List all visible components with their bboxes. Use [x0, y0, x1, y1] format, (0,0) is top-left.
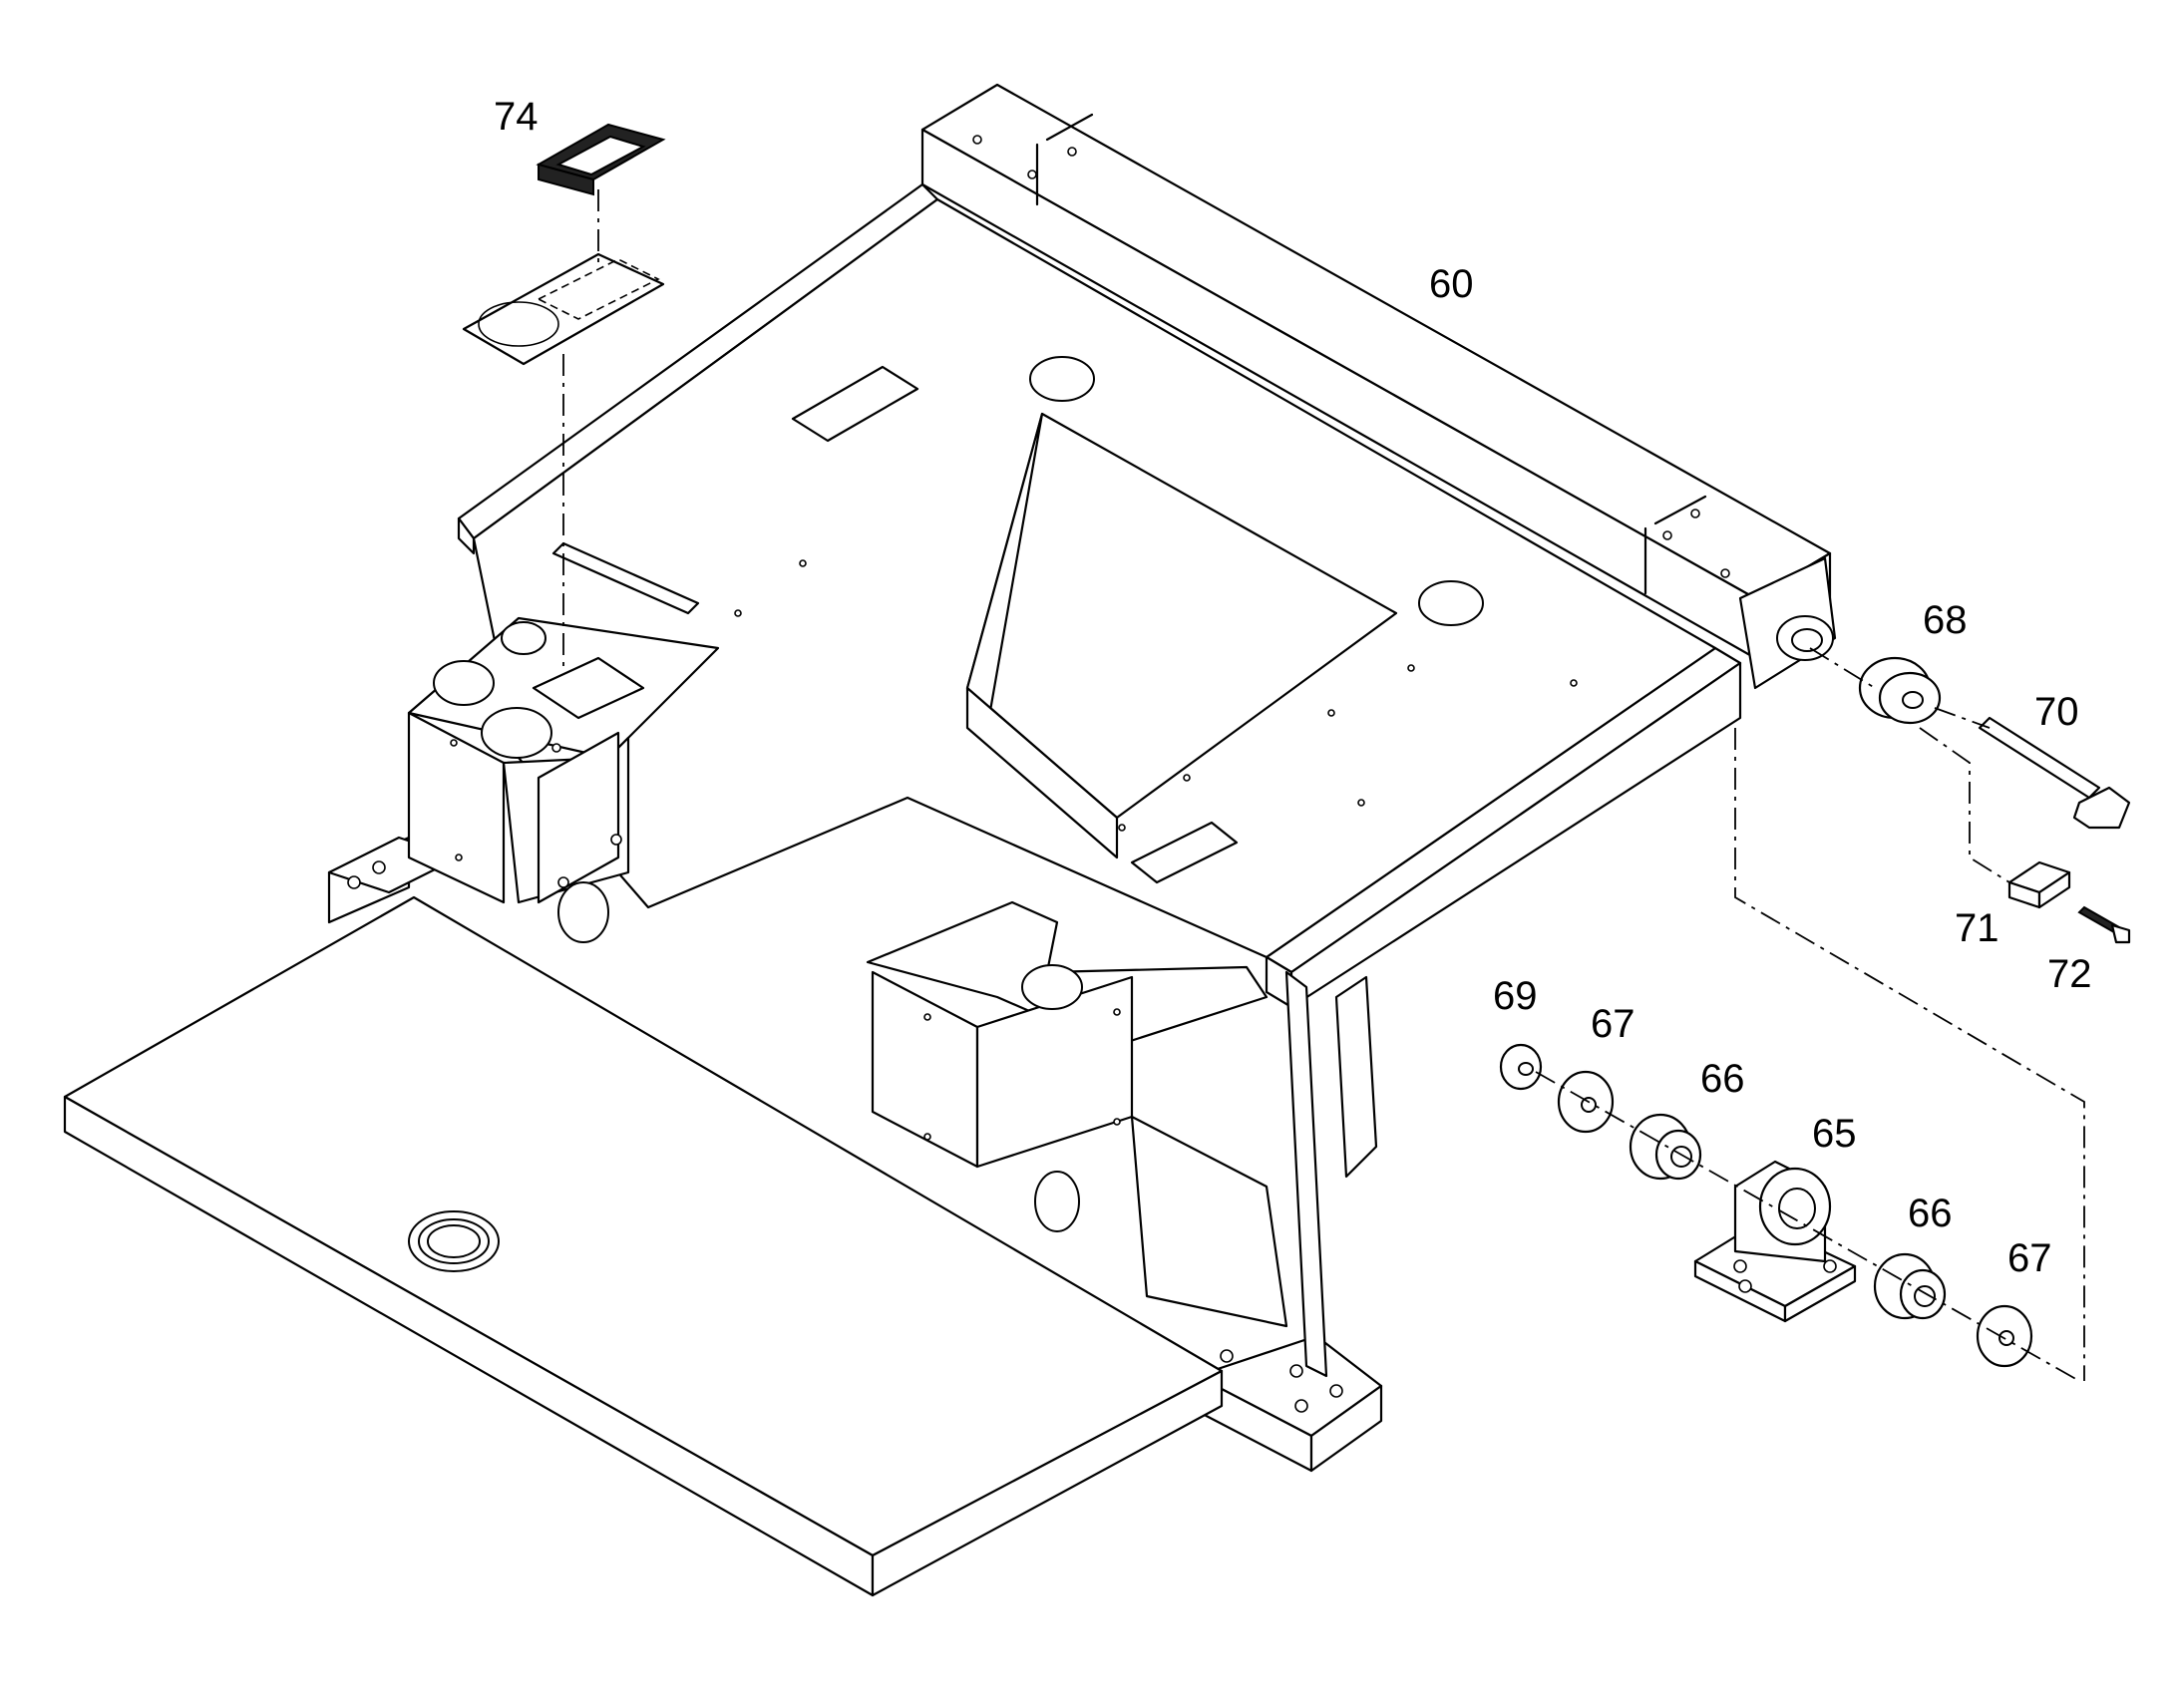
callout-70: 70 — [2034, 690, 2079, 734]
part-74-grommet — [462, 123, 666, 668]
callout-67-lower: 67 — [2007, 1236, 2052, 1280]
callout-67-upper: 67 — [1591, 1002, 1635, 1046]
callout-72: 72 — [2047, 952, 2092, 996]
callouts: 74 60 68 70 71 72 69 67 66 65 66 67 — [494, 95, 2092, 1280]
callout-65: 65 — [1812, 1112, 1857, 1156]
right-hardware — [1499, 647, 2131, 1382]
callout-69: 69 — [1493, 974, 1538, 1018]
callout-74: 74 — [494, 95, 539, 139]
callout-66-upper: 66 — [1700, 1057, 1745, 1101]
callout-71: 71 — [1955, 906, 1999, 950]
main-frame — [327, 83, 1837, 1473]
floor-plate — [63, 895, 1224, 1597]
callout-60: 60 — [1429, 262, 1474, 306]
callout-68: 68 — [1923, 598, 1968, 642]
callout-66-lower: 66 — [1908, 1192, 1953, 1235]
mounting-holes — [347, 135, 1730, 1413]
